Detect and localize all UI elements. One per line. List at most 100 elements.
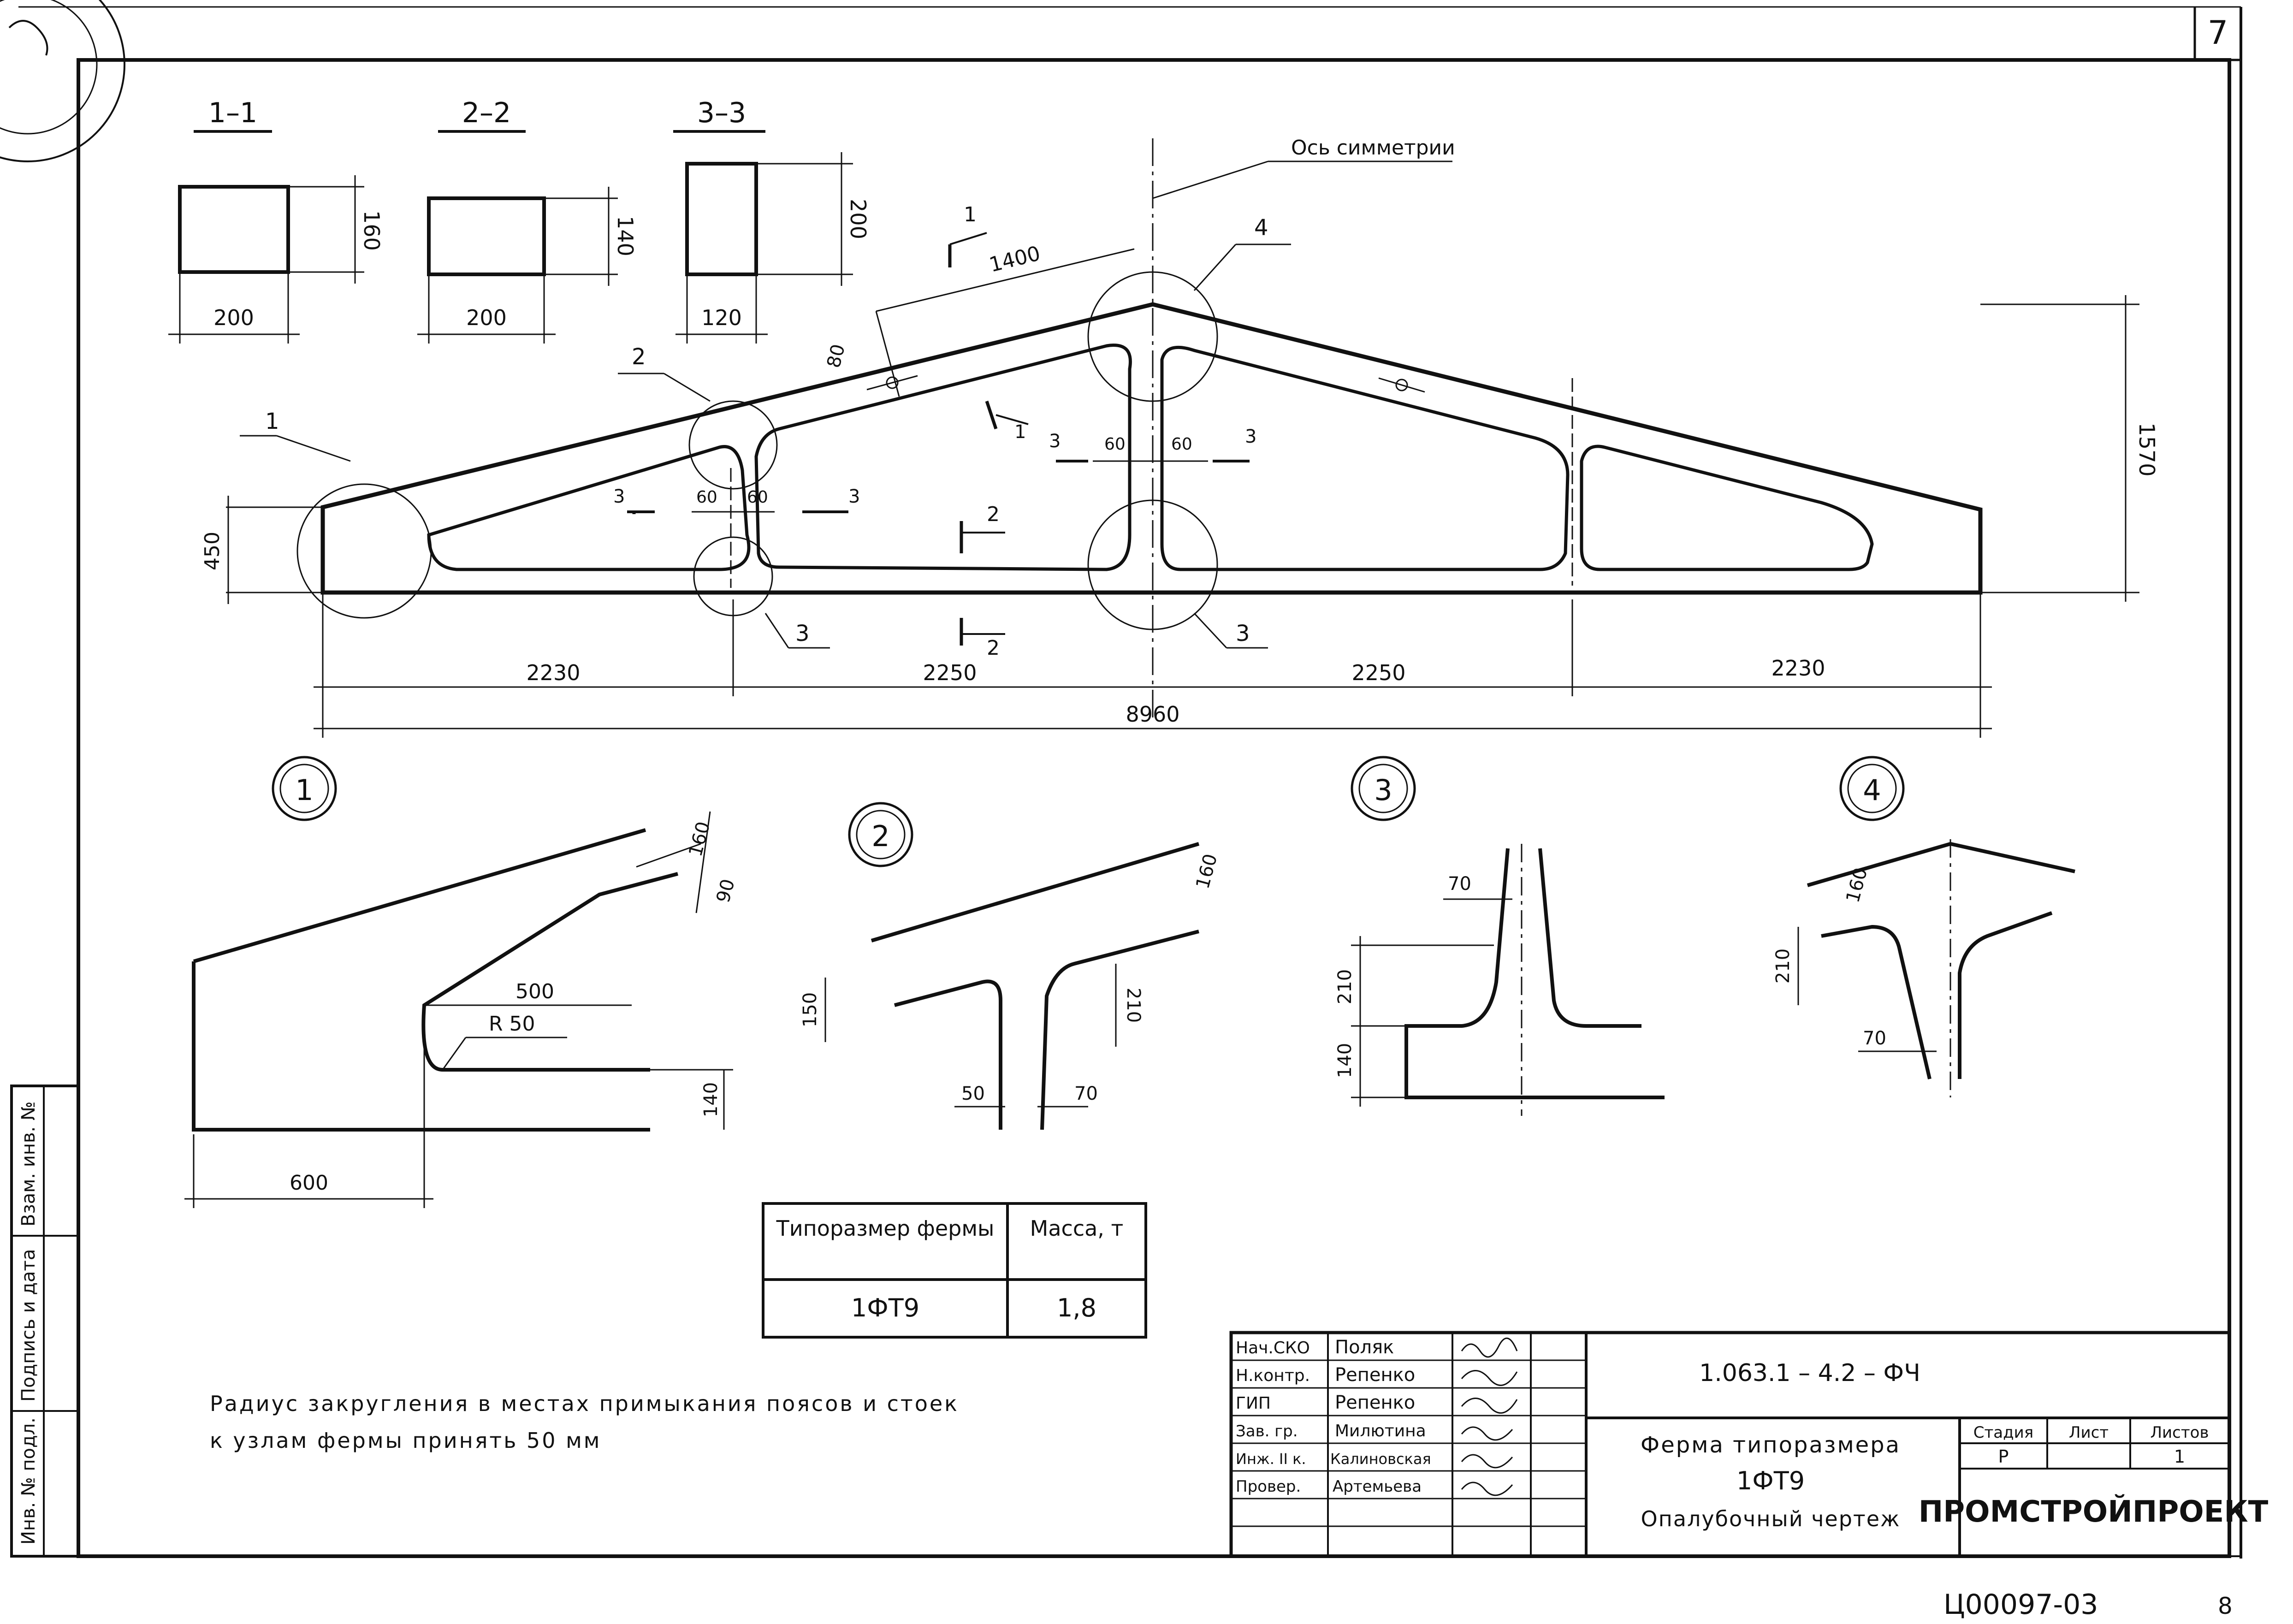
section-height: 140: [613, 216, 638, 256]
side-stamp-inv: Инв. № подл.: [18, 1417, 39, 1545]
svg-text:Калиновская: Калиновская: [1330, 1450, 1431, 1468]
approval-seal: [0, 0, 125, 162]
svg-text:Репенко: Репенко: [1335, 1364, 1415, 1386]
detail-1: 1 160 90 500 R 50 140 600: [184, 756, 739, 1208]
section-width: 200: [213, 305, 254, 330]
svg-text:Провер.: Провер.: [1236, 1477, 1301, 1496]
svg-text:Милютина: Милютина: [1335, 1422, 1426, 1440]
dim-span-4: 2230: [1771, 656, 1825, 681]
title-line-1: Ферма типоразмера: [1641, 1432, 1901, 1458]
svg-text:3: 3: [613, 486, 625, 507]
svg-text:1: 1: [2174, 1446, 2185, 1467]
svg-text:Нач.СКО: Нач.СКО: [1236, 1339, 1310, 1357]
archive-code: Ц00097-03: [1943, 1588, 2098, 1621]
section-label: 1–1: [208, 97, 257, 129]
svg-text:160: 160: [1842, 865, 1872, 905]
dim-chord-depth: 80: [823, 342, 849, 370]
svg-text:Зав. гр.: Зав. гр.: [1236, 1422, 1298, 1440]
svg-text:1: 1: [964, 203, 977, 226]
dim-span-1: 2230: [526, 660, 580, 685]
svg-text:Лист: Лист: [2069, 1423, 2109, 1442]
dim-web-right: 60: [747, 488, 768, 507]
svg-text:70: 70: [1448, 873, 1471, 895]
side-stamp: Инв. № подл. Подпись и дата Взам. инв. №: [10, 1085, 80, 1558]
section-1-1: 1–1 160 200: [168, 97, 384, 344]
svg-text:Листов: Листов: [2150, 1423, 2209, 1442]
callout-4: 4: [1254, 215, 1268, 241]
dim-span-2: 2250: [923, 660, 977, 685]
svg-text:210: 210: [1123, 988, 1144, 1023]
section-width: 200: [466, 305, 507, 330]
svg-text:Репенко: Репенко: [1335, 1392, 1415, 1413]
detail-3: 3 210 140 70: [1334, 756, 1665, 1116]
detail-number: 1: [295, 773, 313, 807]
mass-table-cell-mass: 1,8: [1057, 1293, 1096, 1322]
sheet-number-bottom: 8: [2218, 1593, 2233, 1619]
title-block: Нач.СКО Поляк Н.контр. Репенко ГИП Репен…: [1229, 1331, 2269, 1558]
section-mark-3: 3 3 3 3: [613, 426, 1256, 514]
svg-text:600: 600: [290, 1171, 328, 1195]
svg-text:2: 2: [987, 503, 1000, 526]
dim-web-center-right: 60: [1171, 435, 1192, 454]
mass-table-header-mass: Масса, т: [1030, 1216, 1124, 1241]
section-label: 3–3: [697, 97, 746, 129]
svg-text:150: 150: [800, 992, 821, 1027]
svg-text:Артемьева: Артемьева: [1333, 1477, 1422, 1496]
svg-text:70: 70: [1074, 1083, 1098, 1104]
svg-text:500: 500: [515, 980, 554, 1003]
svg-text:90: 90: [712, 877, 739, 905]
detail-number: 2: [871, 819, 889, 853]
title-block-rows: [1231, 1359, 1586, 1527]
dim-web-left: 60: [696, 488, 717, 507]
svg-text:Инж. II к.: Инж. II к.: [1236, 1450, 1306, 1468]
section-mark-1: 1 1: [948, 203, 1029, 443]
sheet-frame: [18, 6, 2242, 1559]
note-line-1: Радиус закругления в местах примыкания п…: [210, 1391, 959, 1416]
svg-text:Поляк: Поляк: [1335, 1337, 1394, 1358]
dim-web-center-left: 60: [1104, 435, 1126, 454]
side-stamp-sign: Подпись и дата: [18, 1249, 39, 1402]
section-width: 120: [701, 305, 742, 330]
detail-4: 4 160 210 70: [1772, 756, 2075, 1097]
callout-2: 2: [632, 344, 646, 370]
svg-text:70: 70: [1863, 1028, 1886, 1049]
section-label: 2–2: [462, 97, 511, 129]
dim-height: 1570: [2134, 422, 2159, 476]
svg-text:ГИП: ГИП: [1236, 1394, 1271, 1413]
svg-text:210: 210: [1334, 969, 1356, 1004]
svg-text:50: 50: [961, 1083, 985, 1104]
svg-text:160: 160: [1192, 852, 1221, 891]
svg-text:3: 3: [848, 486, 860, 507]
dim-span-3: 2250: [1351, 660, 1405, 685]
dim-total: 8960: [1126, 702, 1179, 727]
detail-2: 2 150 160 210 50 70: [800, 802, 1221, 1130]
truss-elevation: Ось симметрии 1 2 3 3 4 1 1: [201, 136, 2159, 738]
section-mark-2: 2 2: [960, 503, 1005, 660]
section-height: 160: [359, 210, 384, 251]
title-line-3: Опалубочный чертеж: [1641, 1506, 1901, 1531]
dim-end-height: 450: [201, 532, 224, 570]
svg-text:3: 3: [1245, 426, 1256, 447]
svg-text:140: 140: [1334, 1043, 1356, 1078]
detail-number: 4: [1863, 773, 1881, 807]
svg-text:2: 2: [987, 636, 1000, 660]
axis-symmetry-label: Ось симметрии: [1291, 136, 1455, 160]
svg-text:1: 1: [1014, 421, 1026, 443]
svg-text:R 50: R 50: [489, 1012, 535, 1036]
svg-text:3: 3: [1049, 431, 1061, 452]
svg-text:Р: Р: [1998, 1446, 2009, 1467]
section-height: 200: [846, 199, 871, 239]
sheet-number-top: 7: [2208, 14, 2228, 52]
detail-number: 3: [1374, 773, 1392, 807]
doc-code: 1.063.1 – 4.2 – ФЧ: [1699, 1359, 1920, 1387]
svg-text:Н.контр.: Н.контр.: [1236, 1366, 1310, 1385]
callout-1: 1: [265, 409, 279, 434]
mass-table: Типоразмер фермы Масса, т 1ФТ9 1,8: [762, 1202, 1147, 1339]
mass-table-cell-type: 1ФТ9: [851, 1293, 919, 1322]
side-stamp-replace: Взам. инв. №: [18, 1101, 39, 1227]
svg-text:210: 210: [1772, 948, 1794, 984]
callout-3b: 3: [1236, 621, 1250, 646]
signatures: [1461, 1337, 1518, 1496]
